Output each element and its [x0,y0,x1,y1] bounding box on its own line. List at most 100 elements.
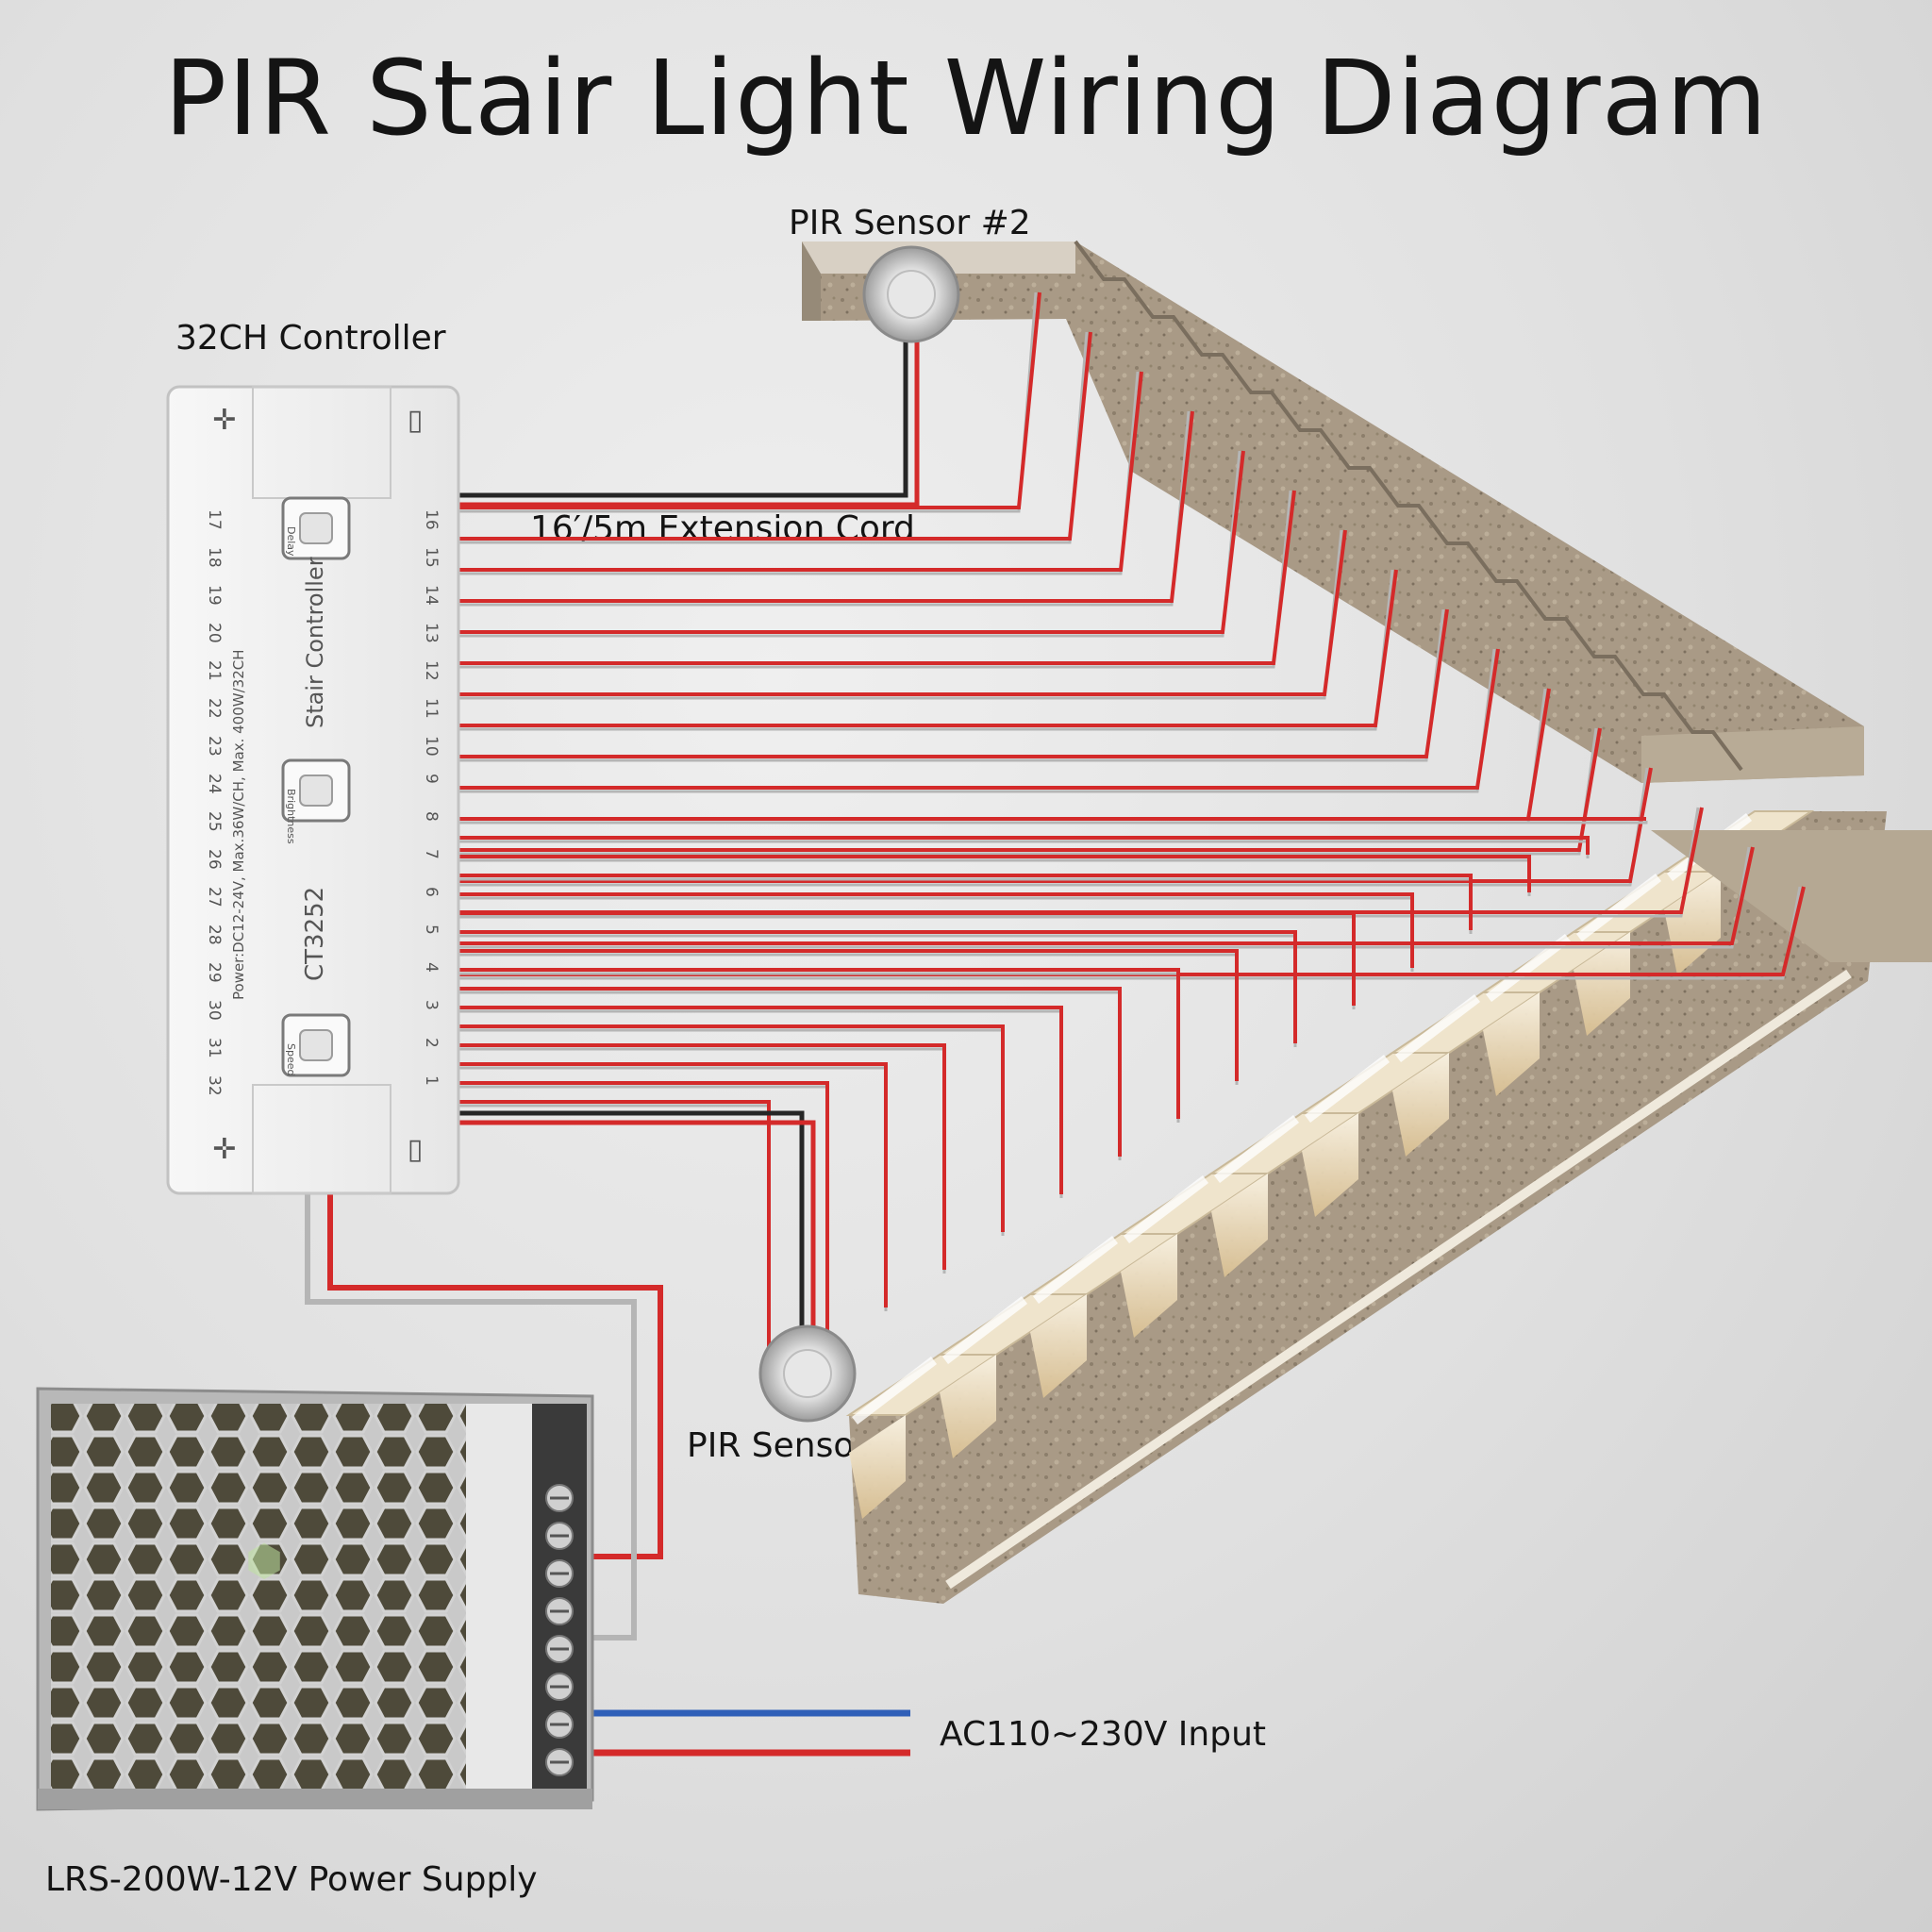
plus-icon: ✛ [212,404,236,437]
channel-number-left: 26 [205,849,224,870]
channel-wire-neutral [457,529,1343,700]
controller-spec-text: Power:DC12-24V, Max.36W/CH, Max. 400W/32… [230,650,247,1001]
controller-label: 32CH Controller [175,319,446,358]
channel-wire [457,608,1449,758]
sensor-top-label: PIR Sensor #2 [789,204,1031,242]
led-strip [1575,874,1662,941]
channel-wire [457,874,1473,930]
channel-number-left: 28 [205,924,224,945]
stair-riser [1392,1053,1449,1157]
channel-wire [457,968,1180,1119]
channel-number-right: 7 [422,849,441,859]
channel-number-right: 15 [422,547,441,568]
controller-button-label: Speed [285,1043,297,1075]
channel-wire [457,949,1239,1081]
channel-wire-neutral [457,991,1122,1160]
channel-wire [457,331,1092,541]
channel-wire [457,410,1194,603]
channel-number-left: 20 [205,623,224,643]
channel-wire-neutral [457,490,1292,669]
power-supply-label: LRS-200W-12V Power Supply [45,1860,538,1899]
channel-wire-neutral [457,331,1089,544]
wire-bundle [457,291,1806,1387]
channel-wire-neutral [457,1104,771,1387]
channel-wire [457,987,1122,1157]
stair-riser [1302,1113,1358,1217]
led-strip [1213,1115,1300,1183]
channel-wire [457,688,1551,821]
channel-wire-neutral [457,648,1496,793]
channel-number-left: 29 [205,962,224,983]
channel-number-left: 18 [205,547,224,568]
channel-wire [457,1006,1063,1194]
channel-number-right: 9 [422,774,441,784]
button-cap-icon [299,1029,333,1061]
led-strip [1394,994,1481,1062]
psu-inner-glow-icon: ⬢ [245,1535,283,1586]
channel-number-right: 4 [422,962,441,973]
channel-number-left: 24 [205,774,224,794]
channel-number-left: 19 [205,585,224,606]
channel-number-right: 13 [422,623,441,643]
controller-button-label: Brightness [285,789,297,844]
stair-riser [1574,932,1630,1036]
channel-number-right: 16 [422,509,441,530]
stair-riser [1030,1294,1087,1398]
lower-stair-flight [845,810,1932,1604]
plus-icon: ✛ [212,1133,236,1166]
channel-wire [457,855,1531,892]
channel-number-left: 32 [205,1075,224,1096]
led-strip [1123,1175,1209,1243]
channel-number-left: 17 [205,509,224,530]
channel-number-right: 2 [422,1038,441,1048]
channel-wire-neutral [457,877,1473,934]
channel-wire [457,727,1602,852]
channel-wire [457,767,1653,883]
led-strip [1032,1236,1119,1304]
controller-button-label: Delay [285,526,297,557]
channel-wire [457,1100,771,1383]
channel-number-right: 5 [422,924,441,935]
stair-controller: ✛ ✛ ▯ ▯ 17181920212223242526272829303132… [166,385,460,1195]
channel-number-left: 30 [205,1000,224,1021]
channel-wire [457,1062,888,1307]
channel-wire [457,836,1590,855]
channel-number-left: 27 [205,887,224,908]
channel-wire [457,569,1398,727]
minus-icon: ▯ [408,404,424,437]
channel-wire [457,371,1143,572]
channel-wire-neutral [457,371,1140,575]
channel-wire [457,450,1245,634]
channel-wire [457,490,1296,665]
stair-riser [940,1355,996,1458]
channel-wire [457,1081,829,1345]
channel-number-left: 25 [205,811,224,832]
channel-wire-neutral [457,767,1649,887]
ac-input-label: AC110~230V Input [940,1715,1267,1754]
channel-number-right: 11 [422,698,441,719]
channel-wire [457,846,1755,945]
channel-wire-neutral [457,846,1751,949]
channel-wire-neutral [457,886,1802,980]
stair-riser [1211,1174,1268,1277]
aux-wires [305,311,920,1757]
stair-riser [1664,872,1721,975]
channel-wire-neutral [457,569,1394,731]
channel-wire-neutral [457,1085,829,1349]
diagram-title: PIR Stair Light Wiring Diagram [163,38,1769,158]
stair-riser [849,1415,906,1519]
channel-number-right: 6 [422,887,441,897]
led-strip [1304,1055,1391,1123]
channel-wire [457,1043,946,1270]
minus-icon: ▯ [408,1133,424,1166]
stair-riser [1483,992,1540,1096]
channel-number-left: 22 [205,698,224,719]
channel-wire [457,529,1347,696]
channel-wire-neutral [457,410,1191,607]
pir-sensor-bottom-icon [758,1324,857,1423]
pir-sensor-top-icon [862,245,960,343]
channel-wire [457,892,1414,968]
channel-wire-neutral [457,450,1241,638]
channel-wire [457,1024,1005,1232]
channel-wire-neutral [457,727,1598,856]
